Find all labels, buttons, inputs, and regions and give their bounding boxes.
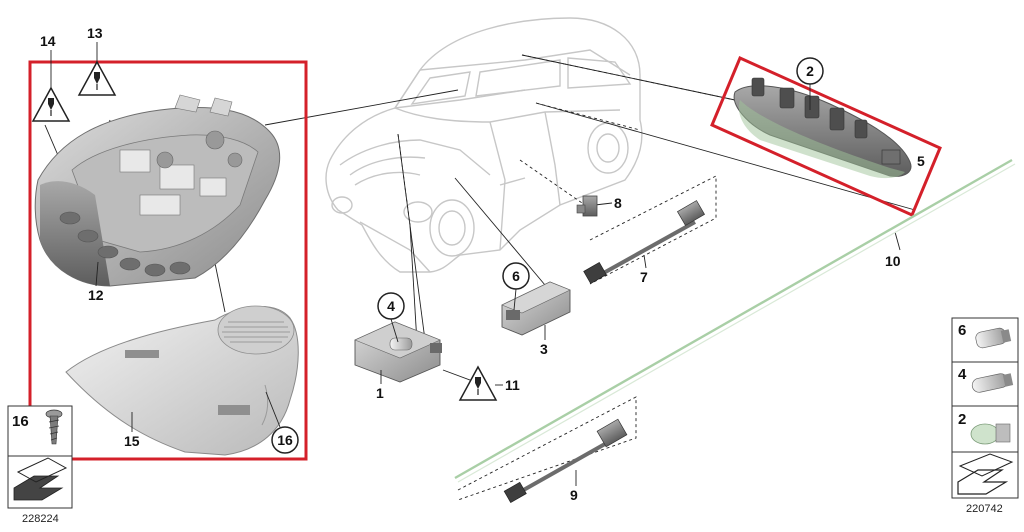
bulb-4-icon — [971, 373, 1014, 393]
light-housing-3 — [501, 281, 571, 336]
orientation-arrow-icon — [957, 453, 1014, 495]
callout-2: 2 — [796, 57, 824, 110]
legend-left: 16 228224 — [7, 405, 73, 525]
callout-1: 1 — [376, 385, 384, 401]
callout-14: 14 — [40, 33, 56, 49]
vehicle-outline — [325, 17, 643, 273]
reference-number-right: 220742 — [966, 503, 1003, 515]
bulb-6-icon — [975, 327, 1012, 349]
callout-3: 3 — [540, 341, 548, 357]
screw-icon — [45, 409, 63, 445]
roof-console-cover — [65, 305, 299, 456]
light-guide-10 — [454, 158, 1016, 483]
callout-9: 9 — [570, 487, 578, 503]
warning-triangle-11 — [458, 365, 498, 401]
orientation-arrow-icon — [13, 457, 68, 501]
callout-15: 15 — [124, 433, 140, 449]
light-unit-5 — [733, 77, 912, 179]
cable-harness-7 — [583, 175, 717, 285]
callout-4: 4 — [377, 292, 405, 343]
svg-text:6: 6 — [512, 268, 520, 284]
callout-12: 12 — [88, 287, 104, 303]
svg-text:2: 2 — [806, 63, 814, 79]
callout-11: 11 — [505, 377, 520, 393]
highlight-box-right — [710, 55, 942, 218]
svg-text:6: 6 — [958, 322, 966, 339]
highlight-box-left — [28, 60, 308, 461]
warning-triangle-14 — [31, 86, 71, 122]
reference-number-left: 228224 — [22, 513, 59, 525]
svg-text:4: 4 — [387, 298, 395, 314]
svg-text:16: 16 — [277, 432, 293, 448]
connector-8 — [576, 195, 598, 217]
bulb-2-icon — [970, 423, 1011, 445]
roof-console-shell — [34, 94, 281, 287]
callout-8: 8 — [614, 195, 622, 211]
warning-triangle-13 — [77, 60, 117, 96]
cable-harness-9 — [457, 396, 637, 504]
callout-16: 16 — [265, 391, 299, 454]
callout-7: 7 — [640, 269, 648, 285]
legend-right: 6 4 2 220742 — [951, 317, 1019, 515]
callout-13: 13 — [87, 25, 103, 41]
svg-text:4: 4 — [958, 366, 967, 383]
callout-5: 5 — [917, 153, 925, 169]
svg-text:2: 2 — [958, 411, 966, 428]
callout-6: 6 — [502, 262, 530, 311]
callout-10: 10 — [885, 253, 901, 269]
svg-text:16: 16 — [12, 413, 29, 430]
light-housing-1 — [354, 321, 442, 383]
